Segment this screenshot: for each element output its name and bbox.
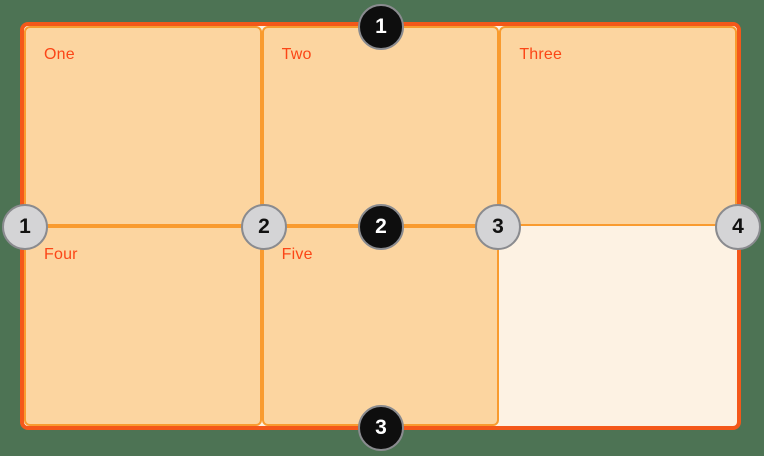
cell-label-four: Four: [44, 246, 78, 263]
row-line-marker-1: 1: [358, 4, 404, 50]
grid-cell-empty: [499, 226, 737, 426]
cell-label-two: Two: [281, 46, 312, 63]
grid-cell-five: Five: [261, 226, 500, 426]
grid-container: One Two Three Four Five: [20, 22, 741, 430]
grid-cell-two: Two: [261, 26, 500, 226]
column-line-marker-4: 4: [715, 204, 761, 250]
grid-cell-three: Three: [499, 26, 737, 226]
column-line-marker-2: 2: [241, 204, 287, 250]
grid-cell-four: Four: [24, 226, 262, 426]
row-line-marker-2: 2: [358, 204, 404, 250]
grid-cell-one: One: [24, 26, 262, 226]
row-line-marker-3: 3: [358, 405, 404, 451]
cell-label-three: Three: [519, 46, 563, 63]
column-line-marker-3: 3: [475, 204, 521, 250]
column-line-marker-1: 1: [2, 204, 48, 250]
cell-label-one: One: [44, 46, 75, 63]
cell-label-five: Five: [281, 246, 313, 263]
